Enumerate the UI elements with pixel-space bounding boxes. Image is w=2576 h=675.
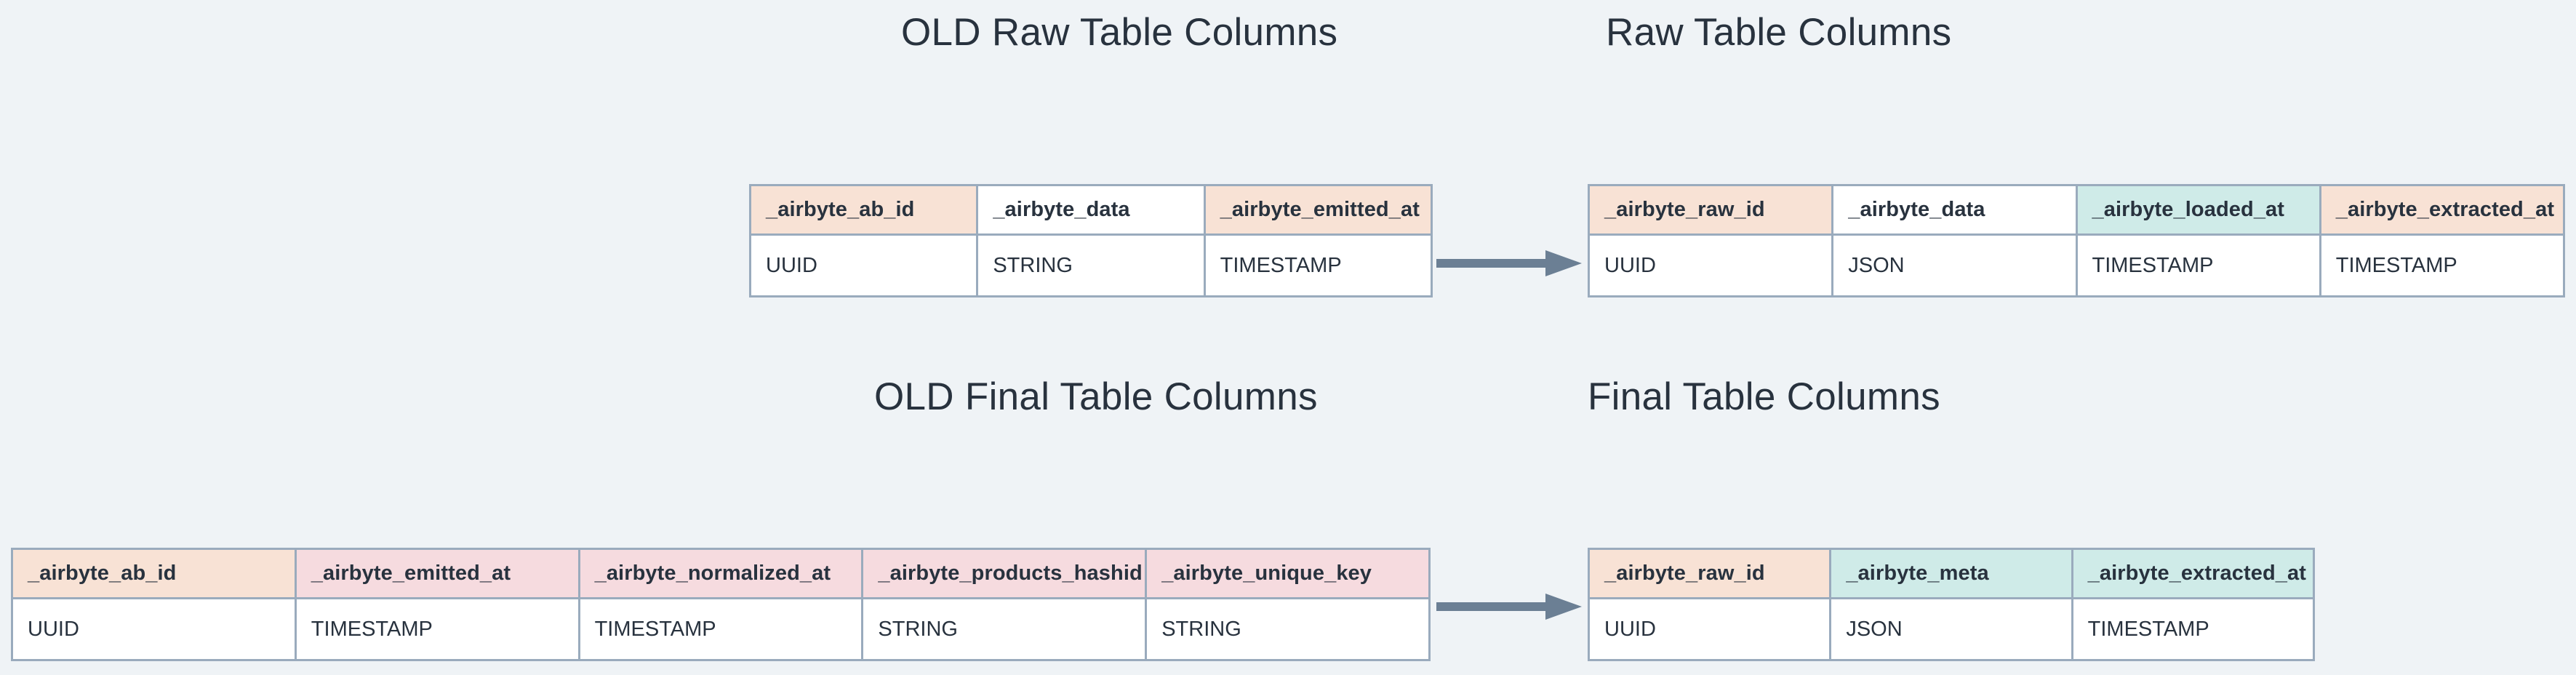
arrow-right-icon [1436,249,1582,278]
column-type-cell: UUID [1587,233,1834,297]
column-header-cell: _airbyte_loaded_at [2075,184,2321,236]
column-type-cell: UUID [11,597,297,661]
new-final-columns-table: _airbyte_raw_id_airbyte_meta_airbyte_ext… [1587,548,2316,661]
column-type-cell: UUID [1587,597,1832,661]
column-type-cell: TIMESTAMP [2075,233,2321,297]
table-header-row: _airbyte_raw_id_airbyte_meta_airbyte_ext… [1587,548,2316,599]
column-type-cell: TIMESTAMP [1203,233,1433,297]
column-header-cell: _airbyte_extracted_at [2319,184,2566,236]
old-raw-table-title: OLD Raw Table Columns [901,11,1338,54]
column-header-cell: _airbyte_emitted_at [294,548,580,599]
column-type-cell: TIMESTAMP [2319,233,2566,297]
column-type-cell: STRING [861,597,1148,661]
column-header-cell: _airbyte_meta [1829,548,2073,599]
column-header-cell: _airbyte_products_hashid [861,548,1148,599]
column-type-cell: UUID [748,233,979,297]
column-type-cell: STRING [1145,597,1431,661]
table-header-row: _airbyte_ab_id_airbyte_data_airbyte_emit… [748,184,1433,236]
old-final-columns-table: _airbyte_ab_id_airbyte_emitted_at_airbyt… [11,548,1431,661]
column-type-cell: JSON [1829,597,2073,661]
column-header-cell: _airbyte_ab_id [11,548,297,599]
column-header-cell: _airbyte_raw_id [1587,184,1834,236]
new-final-table-title: Final Table Columns [1588,375,1940,418]
column-type-cell: TIMESTAMP [2071,597,2316,661]
new-raw-columns-table: _airbyte_raw_id_airbyte_data_airbyte_loa… [1587,184,2566,297]
column-header-cell: _airbyte_normalized_at [577,548,864,599]
column-type-cell: TIMESTAMP [577,597,864,661]
table-header-row: _airbyte_raw_id_airbyte_data_airbyte_loa… [1587,184,2566,236]
column-header-cell: _airbyte_emitted_at [1203,184,1433,236]
old-final-table-title: OLD Final Table Columns [874,375,1318,418]
column-type-cell: STRING [976,233,1206,297]
column-header-cell: _airbyte_data [1831,184,2078,236]
arrow-right-icon [1436,592,1582,621]
column-header-cell: _airbyte_ab_id [748,184,979,236]
column-header-cell: _airbyte_data [976,184,1206,236]
column-header-cell: _airbyte_unique_key [1145,548,1431,599]
column-header-cell: _airbyte_extracted_at [2071,548,2316,599]
new-raw-table-title: Raw Table Columns [1606,11,1952,54]
column-type-cell: JSON [1831,233,2078,297]
old-raw-columns-table: _airbyte_ab_id_airbyte_data_airbyte_emit… [748,184,1433,297]
column-type-cell: TIMESTAMP [294,597,580,661]
column-header-cell: _airbyte_raw_id [1587,548,1832,599]
table-header-row: _airbyte_ab_id_airbyte_emitted_at_airbyt… [11,548,1431,599]
